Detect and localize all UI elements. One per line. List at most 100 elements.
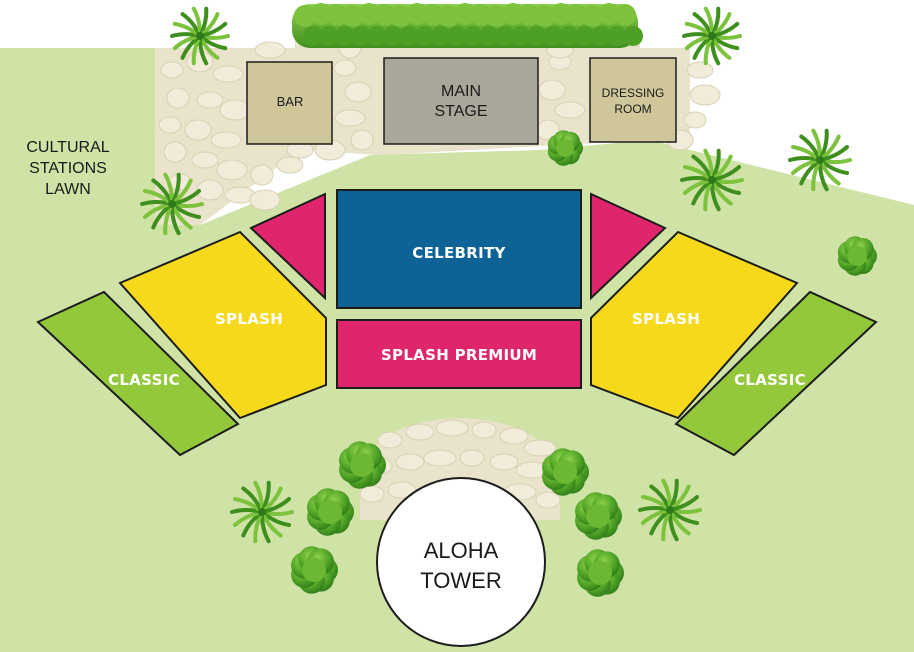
section-celebrity[interactable]: CELEBRITY bbox=[336, 189, 582, 309]
stone bbox=[405, 423, 435, 441]
hedge-leaf-icon bbox=[399, 26, 419, 46]
round-shrub-icon bbox=[837, 236, 877, 276]
hedge-leaf-icon bbox=[479, 26, 499, 46]
palm-plant-icon bbox=[682, 6, 742, 66]
bar-label: BAR bbox=[277, 94, 304, 109]
vegetation bbox=[140, 6, 877, 597]
cultural-stations-lawn-label: CULTURAL STATIONS LAWN bbox=[26, 139, 109, 198]
hedge-leaf-icon bbox=[534, 5, 556, 27]
section-splash-right[interactable]: SPLASH bbox=[590, 230, 799, 420]
hedge-leaf-icon bbox=[415, 26, 435, 46]
stone bbox=[499, 427, 529, 445]
dressing-room-label-line2: ROOM bbox=[614, 102, 651, 116]
round-shrub-icon bbox=[291, 546, 338, 594]
stone bbox=[435, 419, 469, 437]
hedge-leaf-icon bbox=[454, 3, 476, 25]
stone bbox=[212, 65, 244, 83]
stone bbox=[216, 159, 248, 181]
stone bbox=[523, 439, 557, 457]
hedge-leaf-icon bbox=[623, 26, 643, 46]
stone bbox=[554, 101, 586, 119]
section-classic-right[interactable]: CLASSIC bbox=[674, 290, 878, 457]
classic-left-label: CLASSIC bbox=[108, 371, 180, 389]
stone bbox=[333, 59, 357, 77]
stone bbox=[250, 164, 274, 186]
hedge-leaf-icon bbox=[438, 5, 460, 27]
stone bbox=[423, 449, 457, 467]
palm-plant-icon bbox=[638, 478, 702, 542]
hedge-leaf-icon bbox=[598, 3, 620, 25]
dressing-room-label-line1: DRESSING bbox=[602, 86, 665, 100]
hedge-leaf-icon bbox=[543, 26, 563, 46]
bar-building[interactable]: BAR bbox=[246, 61, 333, 145]
section-premium-wedge-right[interactable] bbox=[590, 192, 667, 301]
section-splash-premium[interactable]: SPLASH PREMIUM bbox=[336, 319, 582, 389]
hedge-leaf-icon bbox=[374, 4, 396, 26]
palm-plant-icon bbox=[788, 128, 852, 192]
palm-plant-icon bbox=[140, 172, 204, 236]
hedge-leaf-icon bbox=[303, 26, 323, 46]
splash-left-label: SPLASH bbox=[215, 310, 283, 328]
hedge-leaf-icon bbox=[518, 4, 540, 26]
stone bbox=[210, 131, 242, 149]
hedge-leaf-icon bbox=[550, 3, 572, 25]
hedge-leaf-icon bbox=[559, 26, 579, 46]
stone bbox=[219, 99, 251, 121]
stone bbox=[254, 41, 286, 59]
lawn-label-line2: STATIONS bbox=[29, 160, 107, 177]
hedge-icon bbox=[292, 3, 643, 48]
hedge-leaf-icon bbox=[319, 26, 339, 46]
section-classic-left[interactable]: CLASSIC bbox=[36, 290, 240, 457]
hedge-leaf-icon bbox=[431, 26, 451, 46]
stone bbox=[191, 151, 219, 169]
hedge-leaf-icon bbox=[406, 3, 428, 25]
aloha-tower-label-line1: ALOHA bbox=[424, 538, 499, 563]
round-shrub-icon bbox=[577, 549, 624, 597]
stone bbox=[689, 84, 721, 106]
celebrity-label: CELEBRITY bbox=[412, 244, 506, 262]
stone bbox=[350, 129, 374, 151]
stone bbox=[334, 109, 366, 127]
section-premium-wedge-left[interactable] bbox=[249, 192, 326, 301]
splash-right-label: SPLASH bbox=[632, 310, 700, 328]
hedge-leaf-icon bbox=[422, 4, 444, 26]
stone bbox=[158, 116, 182, 134]
hedge-leaf-icon bbox=[591, 26, 611, 46]
hedge-leaf-icon bbox=[351, 26, 371, 46]
stone bbox=[686, 61, 714, 79]
stone bbox=[160, 61, 184, 79]
main-stage-building[interactable]: MAIN STAGE bbox=[383, 57, 539, 145]
lawn-label-line1: CULTURAL bbox=[26, 139, 109, 156]
round-shrub-icon bbox=[307, 488, 354, 536]
stone bbox=[276, 156, 304, 174]
dressing-room-building[interactable]: DRESSING ROOM bbox=[589, 57, 677, 143]
hedge-leaf-icon bbox=[463, 26, 483, 46]
stone bbox=[459, 449, 485, 467]
hedge-leaf-icon bbox=[511, 26, 531, 46]
hedge-leaf-icon bbox=[383, 26, 403, 46]
hedge-leaf-icon bbox=[342, 5, 364, 27]
hedge-leaf-icon bbox=[294, 5, 316, 27]
hedge-leaf-icon bbox=[582, 5, 604, 27]
stone-path-lower bbox=[359, 418, 561, 520]
hedge-leaf-icon bbox=[486, 5, 508, 27]
stone bbox=[683, 111, 707, 129]
aloha-tower[interactable]: ALOHA TOWER bbox=[376, 477, 546, 647]
main-stage-label-line1: MAIN bbox=[441, 83, 481, 100]
stone bbox=[184, 119, 212, 141]
stone bbox=[359, 485, 385, 503]
hedge-leaf-icon bbox=[390, 5, 412, 27]
hedge-leaf-icon bbox=[607, 26, 627, 46]
section-splash-left[interactable]: SPLASH bbox=[118, 230, 327, 420]
hedge-leaf-icon bbox=[447, 26, 467, 46]
main-stage-label-line2: STAGE bbox=[434, 103, 487, 120]
aloha-tower-label-line2: TOWER bbox=[420, 568, 501, 593]
hedge-leaf-icon bbox=[614, 4, 636, 26]
hedge-leaf-icon bbox=[495, 26, 515, 46]
palm-plant-icon bbox=[170, 6, 230, 66]
hedge-leaf-icon bbox=[310, 3, 332, 25]
splash-premium-label: SPLASH PREMIUM bbox=[381, 346, 537, 364]
stone bbox=[196, 179, 224, 201]
palm-plant-icon bbox=[230, 480, 294, 544]
hedge-leaf-icon bbox=[566, 4, 588, 26]
